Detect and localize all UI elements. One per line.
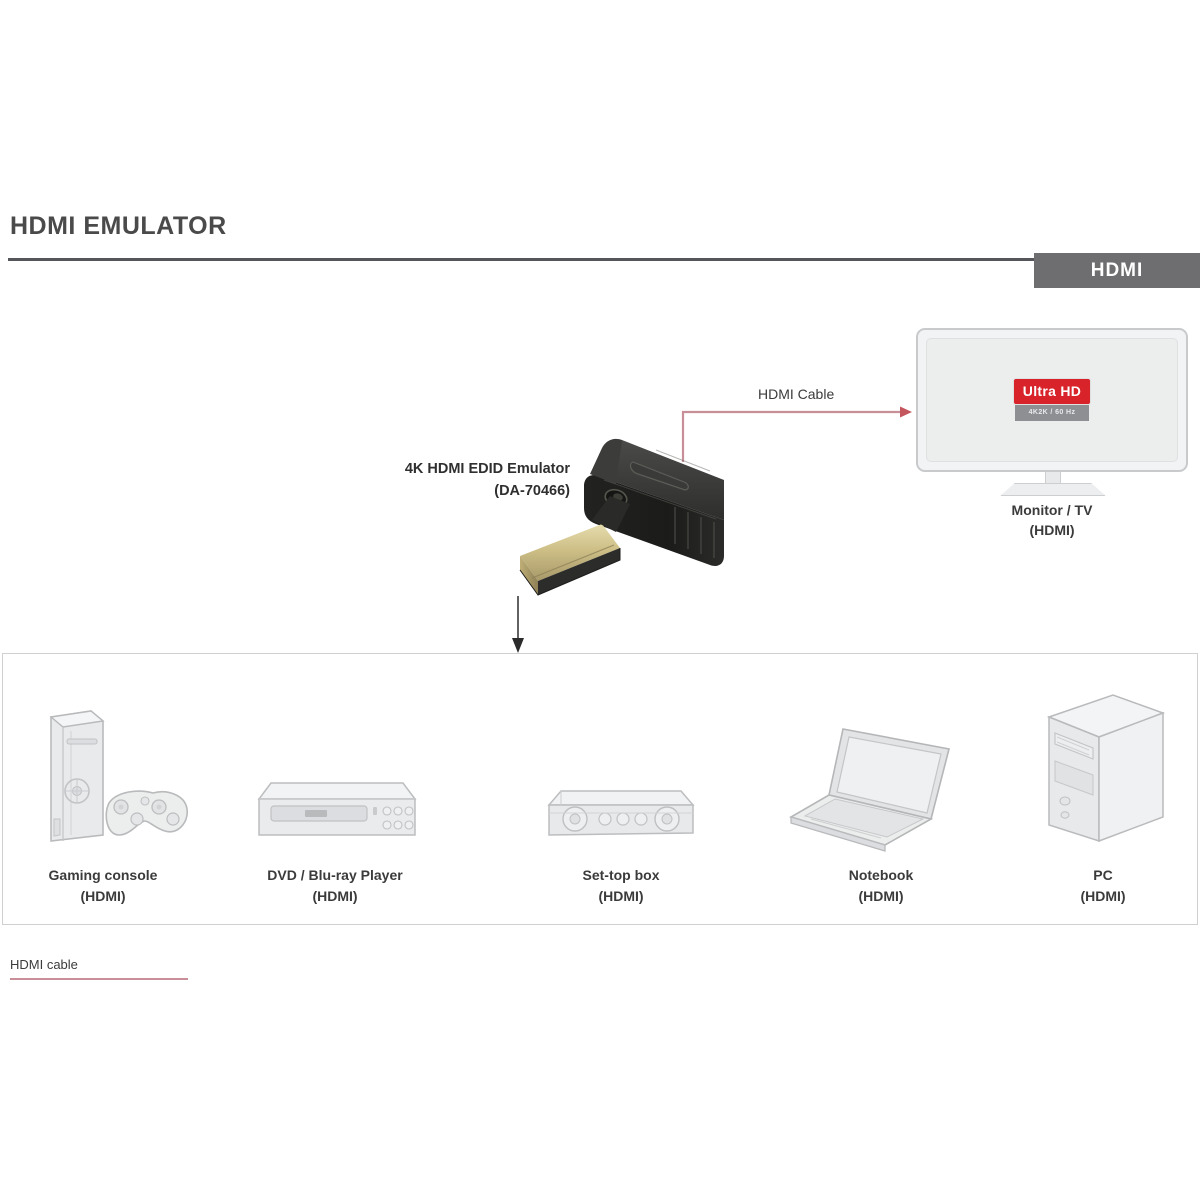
monitor-group: Ultra HD 4K2K / 60 Hz Monitor / TV (HDMI… <box>916 328 1188 538</box>
source-item-notebook[interactable]: Notebook (HDMI) <box>781 676 981 906</box>
emulator-label-name: 4K HDMI EDID Emulator <box>404 461 570 477</box>
source-label: Set-top box (HDMI) <box>583 865 660 906</box>
source-label: Notebook (HDMI) <box>849 865 914 906</box>
source-devices-panel: Gaming console (HDMI) <box>2 653 1198 925</box>
desktop-tower-art <box>1003 694 1200 855</box>
source-label-name: Notebook <box>848 867 914 884</box>
source-label: Gaming console (HDMI) <box>49 865 158 906</box>
source-label-name: Set-top box <box>582 867 660 884</box>
legend-label-hdmi-cable: HDMI cable <box>10 957 78 972</box>
monitor-label-port: (HDMI) <box>1029 522 1075 539</box>
disc-player-art <box>235 695 435 855</box>
source-label: DVD / Blu-ray Player (HDMI) <box>267 865 402 906</box>
source-item-pc[interactable]: PC (HDMI) <box>1003 676 1200 906</box>
ultra-hd-subtitle: 4K2K / 60 Hz <box>1015 405 1089 421</box>
emulator-label: 4K HDMI EDID Emulator (DA-70466) <box>352 459 570 503</box>
game-console-icon <box>49 710 188 843</box>
source-label-port: (HDMI) <box>312 887 358 904</box>
set-top-box-icon <box>547 790 695 837</box>
monitor-label-name: Monitor / TV <box>1011 502 1093 518</box>
header-divider <box>8 258 1038 261</box>
monitor-icon: Ultra HD 4K2K / 60 Hz <box>916 328 1188 472</box>
source-label-port: (HDMI) <box>858 887 904 904</box>
source-label-port: (HDMI) <box>1080 887 1126 904</box>
game-console-art <box>3 695 203 855</box>
ultra-hd-badge: Ultra HD <box>1013 379 1091 404</box>
emulator-label-model: (DA-70466) <box>494 482 570 499</box>
source-label-port: (HDMI) <box>598 887 644 904</box>
source-item-dvd-player[interactable]: DVD / Blu-ray Player (HDMI) <box>235 676 435 906</box>
laptop-art <box>781 695 981 855</box>
hdmi-adapter-icon <box>519 438 724 596</box>
legend: HDMI cable <box>10 957 250 980</box>
legend-line-hdmi-cable <box>10 978 188 980</box>
down-arrow-icon <box>512 596 524 653</box>
laptop-icon <box>788 728 950 853</box>
page-title: HDMI EMULATOR <box>10 212 227 240</box>
monitor-stand-neck <box>1045 472 1061 486</box>
source-item-set-top-box[interactable]: Set-top box (HDMI) <box>521 676 721 906</box>
status-badge-hdmi: HDMI <box>1034 253 1200 288</box>
source-label: PC (HDMI) <box>1080 865 1125 906</box>
disc-player-icon <box>257 782 417 837</box>
set-top-box-art <box>521 695 721 855</box>
source-label-name: PC <box>1093 867 1113 884</box>
desktop-tower-icon <box>1046 694 1166 843</box>
hdmi-cable-connector <box>681 406 912 462</box>
source-item-gaming-console[interactable]: Gaming console (HDMI) <box>3 676 203 906</box>
source-label-name: Gaming console <box>48 867 158 884</box>
source-label-port: (HDMI) <box>80 887 126 904</box>
monitor-label: Monitor / TV (HDMI) <box>916 500 1188 541</box>
monitor-screen: Ultra HD 4K2K / 60 Hz <box>926 338 1178 462</box>
hdmi-cable-label: HDMI Cable <box>758 386 835 402</box>
monitor-stand-base <box>1000 483 1106 496</box>
source-label-name: DVD / Blu-ray Player <box>267 867 403 884</box>
